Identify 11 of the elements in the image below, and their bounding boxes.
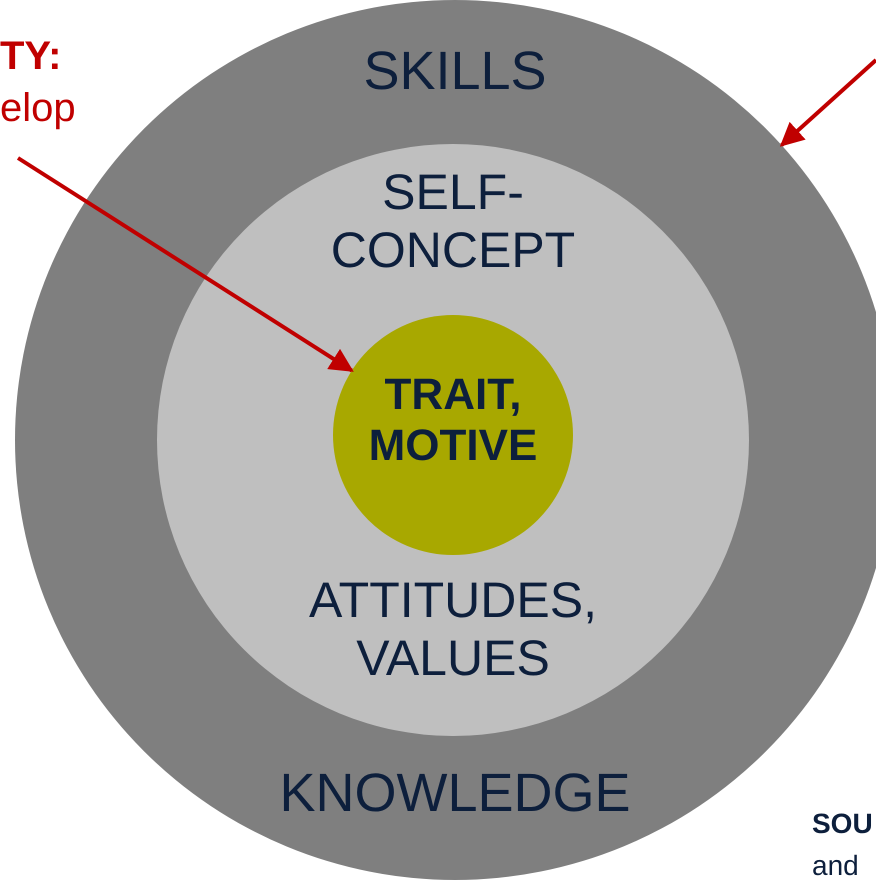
callout-heading: TY: [0, 33, 62, 80]
ring-label: SKILLS [362, 40, 548, 102]
core-label: TRAIT, MOTIVE [368, 370, 538, 472]
note-text: and [812, 850, 859, 882]
ring-label: ATTITUDES, VALUES [308, 572, 598, 687]
ring-label: KNOWLEDGE [278, 762, 632, 824]
callout-text-line: elop [0, 85, 76, 132]
ring-label: SELF-CONCEPT [330, 164, 576, 279]
note-text: SOU [812, 808, 873, 840]
arrow [16, 156, 354, 372]
arrow [780, 58, 876, 147]
